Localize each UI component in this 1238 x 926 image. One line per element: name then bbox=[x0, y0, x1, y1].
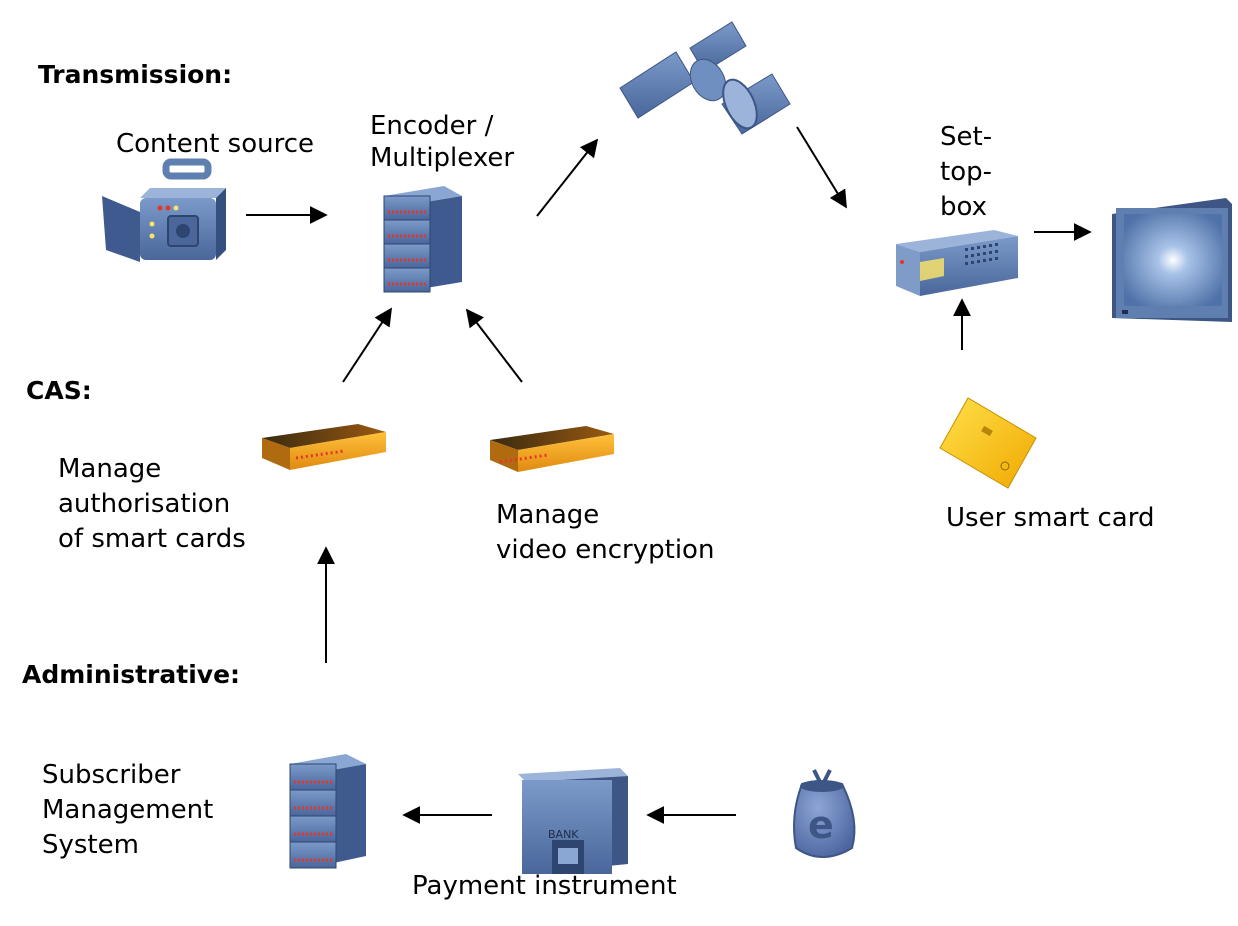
set-top-box-label: Set- top- box bbox=[940, 122, 993, 222]
administrative-header: Administrative: bbox=[22, 660, 241, 689]
purse-letter: e bbox=[808, 803, 834, 847]
arrow-encoder-to-satellite bbox=[536, 138, 599, 217]
manage-video-encryption-label: Manage video encryption bbox=[496, 500, 715, 565]
cas-header: CAS: bbox=[26, 376, 92, 405]
smart-card-icon bbox=[939, 397, 1037, 489]
video-camera-icon bbox=[102, 158, 226, 262]
sms-server-icon bbox=[289, 754, 366, 869]
manage-authorisation-label: Manage authorisation of smart cards bbox=[58, 454, 246, 554]
bank-building-icon: BANK bbox=[518, 768, 628, 874]
e-purse-icon: e bbox=[793, 769, 856, 858]
content-source-label: Content source bbox=[116, 129, 315, 159]
tv-screen-icon bbox=[1112, 198, 1232, 322]
user-smart-card-label: User smart card bbox=[946, 503, 1155, 533]
orange-server-auth-icon bbox=[262, 424, 386, 470]
arrow-auth-to-encoder bbox=[342, 307, 392, 383]
set-top-box-icon bbox=[896, 230, 1018, 296]
transmission-header: Transmission: bbox=[38, 60, 233, 89]
arrow-encryption-to-encoder bbox=[465, 308, 523, 383]
arrow-satellite-to-stb bbox=[796, 126, 847, 209]
orange-server-encrypt-icon bbox=[490, 426, 614, 472]
payment-instrument-label: Payment instrument bbox=[412, 871, 677, 901]
encoder-server-icon bbox=[383, 186, 462, 293]
encoder-label: Encoder / Multiplexer bbox=[370, 111, 515, 173]
subscriber-management-label: Subscriber Management System bbox=[42, 760, 214, 860]
bank-sign: BANK bbox=[548, 828, 579, 841]
satellite-icon bbox=[619, 21, 791, 135]
